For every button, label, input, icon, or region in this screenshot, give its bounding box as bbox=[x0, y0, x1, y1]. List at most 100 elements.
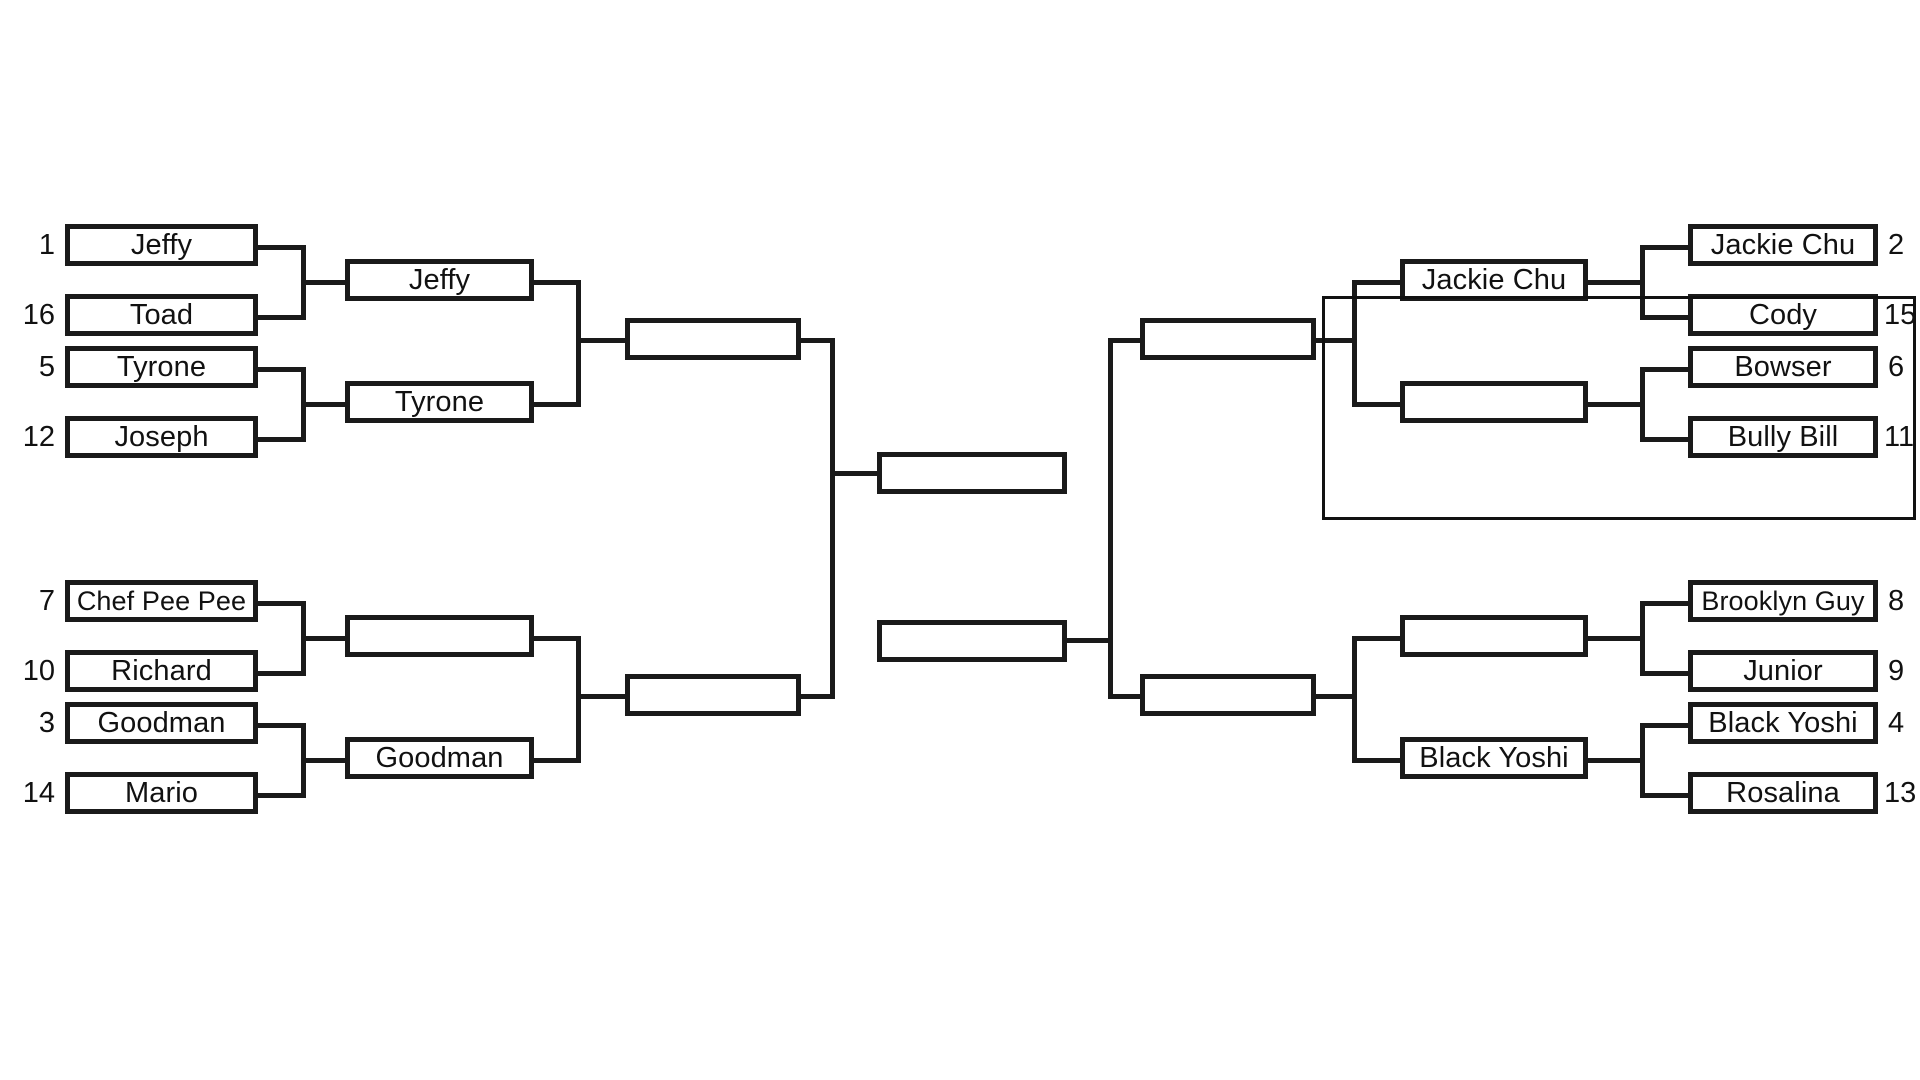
slot-left-r1-7[interactable]: Goodman bbox=[65, 702, 258, 744]
team-name: Black Yoshi bbox=[1419, 741, 1569, 774]
team-name: Goodman bbox=[375, 741, 504, 774]
seed-left-r1-3: 5 bbox=[38, 351, 55, 383]
slot-right-r2-1[interactable]: Jackie Chu bbox=[1400, 259, 1588, 301]
slot-left-r2-4[interactable]: Goodman bbox=[345, 737, 534, 779]
seed-right-r1-3: 6 bbox=[1888, 351, 1905, 383]
slot-left-r1-2[interactable]: Toad bbox=[65, 294, 258, 336]
slot-left-r2-1[interactable]: Jeffy bbox=[345, 259, 534, 301]
connector-l-r1-m4-top bbox=[258, 723, 306, 728]
slot-left-r3-1[interactable] bbox=[625, 318, 801, 360]
slot-left-semifinal[interactable] bbox=[877, 452, 1067, 494]
slot-right-r1-4[interactable]: Bully Bill bbox=[1688, 416, 1878, 458]
connector-l-r2-m1-out bbox=[576, 338, 626, 343]
slot-right-r1-8[interactable]: Rosalina bbox=[1688, 772, 1878, 814]
seed-right-r1-2: 15 bbox=[1884, 299, 1917, 331]
slot-right-r3-1[interactable] bbox=[1140, 318, 1316, 360]
slot-left-r1-5[interactable]: Chef Pee Pee bbox=[65, 580, 258, 622]
connector-l-r1-m4-out bbox=[301, 758, 345, 763]
connector-l-r1-m2-out bbox=[301, 402, 345, 407]
connector-l-r3-top bbox=[800, 338, 835, 343]
team-name: Rosalina bbox=[1726, 776, 1840, 809]
slot-right-r1-6[interactable]: Junior bbox=[1688, 650, 1878, 692]
seed-left-r1-1: 1 bbox=[38, 229, 55, 261]
connector-r-r1-m2-top bbox=[1640, 367, 1688, 372]
slot-left-r1-4[interactable]: Joseph bbox=[65, 416, 258, 458]
slot-left-r2-2[interactable]: Tyrone bbox=[345, 381, 534, 423]
connector-l-r1-m2-bottom bbox=[258, 437, 306, 442]
connector-r-r3-top bbox=[1108, 338, 1143, 343]
connector-l-r1-m1-out bbox=[301, 280, 345, 285]
slot-left-r1-1[interactable]: Jeffy bbox=[65, 224, 258, 266]
team-name: Chef Pee Pee bbox=[76, 585, 247, 616]
connector-r-r1-m3-bottom bbox=[1640, 671, 1688, 676]
connector-r-r2-m2-out bbox=[1315, 694, 1357, 699]
slot-right-r1-1[interactable]: Jackie Chu bbox=[1688, 224, 1878, 266]
connector-l-r2-m1-top bbox=[533, 280, 581, 285]
slot-left-r1-3[interactable]: Tyrone bbox=[65, 346, 258, 388]
connector-l-r1-m3-out bbox=[301, 636, 345, 641]
team-name: Junior bbox=[1743, 654, 1823, 687]
slot-left-r2-3[interactable] bbox=[345, 615, 534, 657]
slot-right-r1-2[interactable]: Cody bbox=[1688, 294, 1878, 336]
team-name: Black Yoshi bbox=[1708, 706, 1858, 739]
team-name: Richard bbox=[111, 654, 212, 687]
connector-r-r2-m2-vert bbox=[1352, 636, 1357, 763]
team-name: Jeffy bbox=[130, 228, 193, 261]
connector-l-r1-m4-bottom bbox=[258, 793, 306, 798]
team-name: Goodman bbox=[97, 706, 226, 739]
seed-right-r1-1: 2 bbox=[1888, 229, 1905, 261]
slot-right-r2-2[interactable] bbox=[1400, 381, 1588, 423]
slot-left-r3-2[interactable] bbox=[625, 674, 801, 716]
seed-right-r1-6: 9 bbox=[1888, 655, 1905, 687]
connector-r-r1-m1-bottom bbox=[1640, 315, 1688, 320]
connector-l-r2-m2-out bbox=[576, 694, 626, 699]
connector-l-r2-m1-bottom bbox=[533, 402, 581, 407]
connector-r-r2-m1-top bbox=[1352, 280, 1400, 285]
connector-l-r1-m1-bottom bbox=[258, 315, 306, 320]
connector-l-r2-m2-vert bbox=[576, 636, 581, 763]
connector-l-r2-m1-vert bbox=[576, 280, 581, 407]
seed-left-r1-7: 3 bbox=[38, 707, 55, 739]
connector-r-r3-vert bbox=[1108, 338, 1113, 699]
slot-left-r1-6[interactable]: Richard bbox=[65, 650, 258, 692]
seed-left-r1-4: 12 bbox=[22, 421, 55, 453]
team-name: Jackie Chu bbox=[1710, 228, 1856, 261]
seed-right-r1-8: 13 bbox=[1884, 777, 1917, 809]
team-name: Jackie Chu bbox=[1421, 263, 1567, 296]
connector-l-r2-m2-top bbox=[533, 636, 581, 641]
seed-left-r1-5: 7 bbox=[38, 585, 55, 617]
connector-r-r1-m4-out bbox=[1588, 758, 1645, 763]
team-name: Tyrone bbox=[116, 350, 207, 383]
team-name: Tyrone bbox=[394, 385, 485, 418]
connector-r-r3-bottom bbox=[1108, 694, 1143, 699]
connector-r-r1-m2-bottom bbox=[1640, 437, 1688, 442]
slot-left-r1-8[interactable]: Mario bbox=[65, 772, 258, 814]
team-name: Bully Bill bbox=[1727, 420, 1839, 453]
connector-l-r2-m2-bottom bbox=[533, 758, 581, 763]
connector-l-r1-m3-top bbox=[258, 601, 306, 606]
team-name: Mario bbox=[124, 776, 198, 809]
connector-r-r2-m2-top bbox=[1352, 636, 1400, 641]
seed-left-r1-6: 10 bbox=[22, 655, 55, 687]
slot-right-r3-2[interactable] bbox=[1140, 674, 1316, 716]
connector-r-r1-m3-top bbox=[1640, 601, 1688, 606]
connector-l-r3-vert bbox=[830, 338, 835, 699]
slot-right-r1-5[interactable]: Brooklyn Guy bbox=[1688, 580, 1878, 622]
seed-left-r1-2: 16 bbox=[22, 299, 55, 331]
connector-r-r2-m2-bottom bbox=[1352, 758, 1400, 763]
connector-r-r1-m3-out bbox=[1588, 636, 1645, 641]
connector-r-r3-out bbox=[1067, 638, 1112, 643]
connector-l-r3-bottom bbox=[800, 694, 835, 699]
slot-right-r2-3[interactable] bbox=[1400, 615, 1588, 657]
team-name: Brooklyn Guy bbox=[1701, 585, 1865, 616]
connector-r-r2-m1-vert bbox=[1352, 280, 1357, 407]
slot-right-r1-3[interactable]: Bowser bbox=[1688, 346, 1878, 388]
slot-right-r2-4[interactable]: Black Yoshi bbox=[1400, 737, 1588, 779]
connector-l-r1-m3-bottom bbox=[258, 671, 306, 676]
connector-l-r1-m2-top bbox=[258, 367, 306, 372]
connector-r-r1-m1-top bbox=[1640, 245, 1688, 250]
slot-right-r1-7[interactable]: Black Yoshi bbox=[1688, 702, 1878, 744]
slot-right-semifinal[interactable] bbox=[877, 620, 1067, 662]
team-name: Cody bbox=[1748, 298, 1818, 331]
